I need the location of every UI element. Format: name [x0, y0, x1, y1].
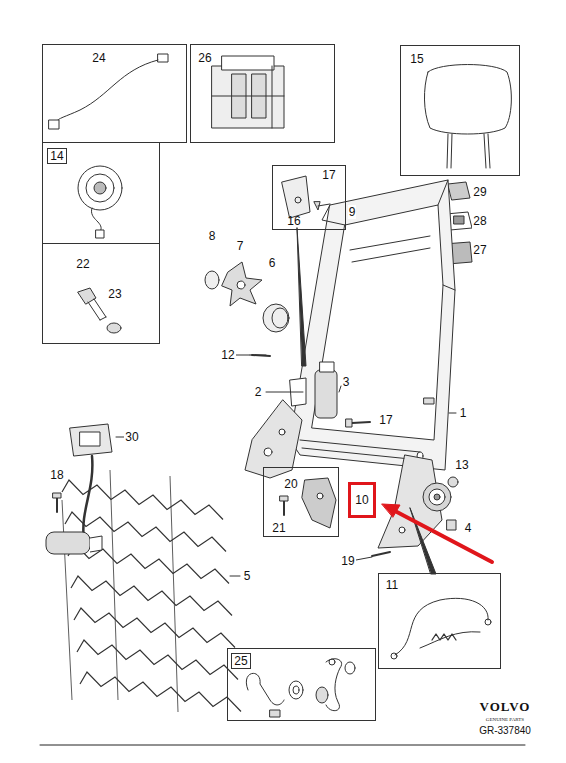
- callout-number: 17: [322, 168, 335, 182]
- drawing-number: GR-337840: [478, 725, 532, 737]
- inset-box: 15: [400, 45, 520, 176]
- callout-number: 16: [287, 214, 300, 228]
- callout-number: 24: [92, 51, 105, 65]
- inset-box: 24: [42, 44, 187, 143]
- inset-box: 26: [190, 44, 335, 143]
- highlight-box: 10: [348, 482, 376, 518]
- inset-box: 11: [378, 573, 501, 669]
- callout-number: 18: [49, 468, 64, 482]
- callout-number: 17: [378, 413, 393, 427]
- callout-number: 10: [355, 493, 368, 507]
- callout-number: 27: [472, 243, 487, 257]
- callout-number: 20: [284, 477, 297, 491]
- callout-number: 13: [454, 458, 469, 472]
- callout-number: 7: [236, 239, 245, 253]
- callout-number: 4: [464, 521, 473, 535]
- brand-logo: VOLVO: [479, 700, 532, 714]
- callout-number: 8: [208, 229, 217, 243]
- inset-box: 25: [227, 648, 376, 721]
- callout-number: 26: [198, 51, 211, 65]
- callout-number: 5: [243, 569, 252, 583]
- callout-number: 19: [340, 554, 355, 568]
- brand-subtitle: GENUINE PARTS: [485, 717, 525, 723]
- callout-number: 6: [268, 256, 277, 270]
- callout-number: 21: [272, 521, 285, 535]
- callout-number: 11: [386, 578, 398, 592]
- callout-number: 22: [76, 257, 89, 271]
- inset-box: 22 23: [42, 243, 160, 344]
- callout-number: 29: [472, 185, 487, 199]
- callout-number: 9: [348, 205, 357, 219]
- callout-number: 1: [459, 406, 468, 420]
- callout-number: 28: [472, 214, 487, 228]
- callout-number: 3: [342, 375, 351, 389]
- callout-number: 23: [108, 287, 121, 301]
- callout-number: 14: [47, 148, 66, 164]
- inset-box: 2021: [263, 467, 339, 537]
- callout-number: 25: [231, 653, 250, 669]
- inset-box: 14: [42, 142, 160, 244]
- inset-box: 1716: [272, 165, 346, 230]
- callout-number: 2: [254, 385, 263, 399]
- callout-number: 12: [220, 348, 235, 362]
- callout-number: 15: [410, 52, 423, 66]
- callout-number: 30: [124, 430, 139, 444]
